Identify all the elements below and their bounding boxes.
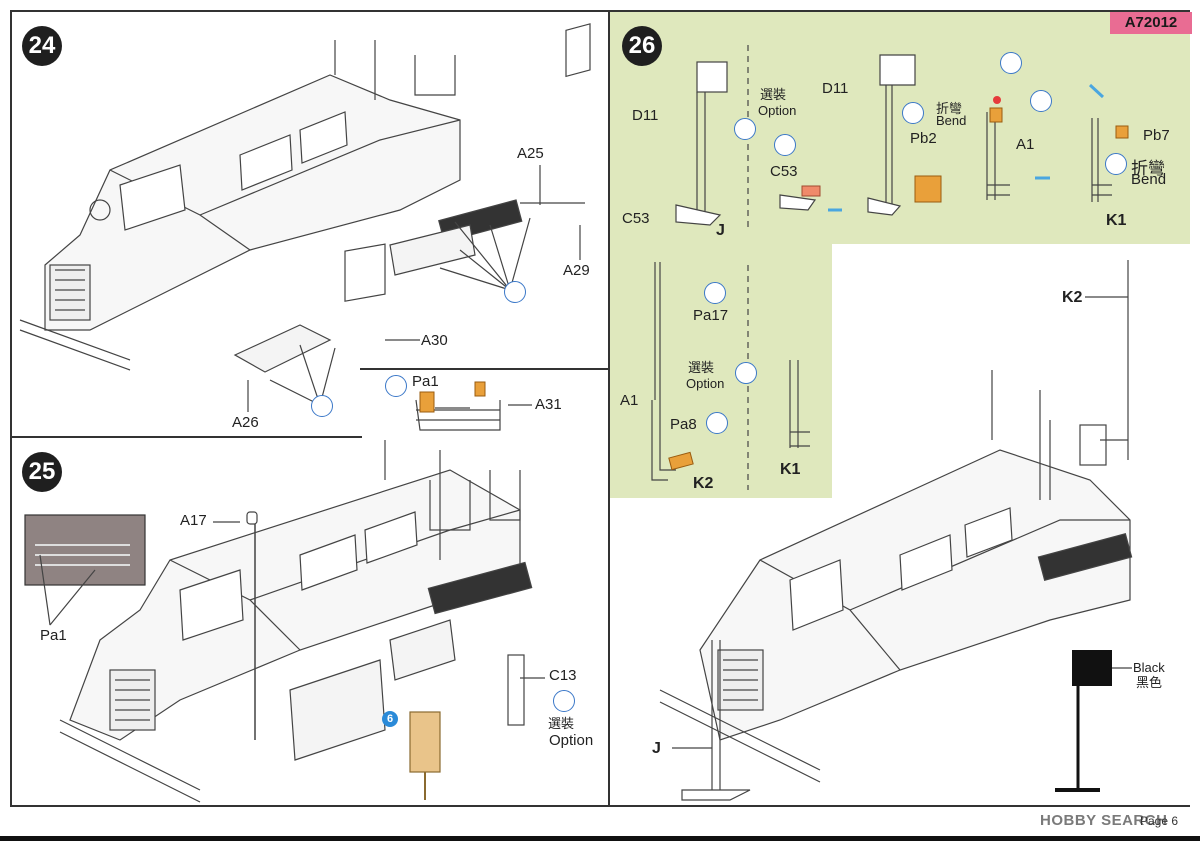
- bend-label-cn-1: 折彎: [936, 101, 963, 116]
- step-26-number: 26: [622, 26, 662, 66]
- glue-icon: [311, 395, 333, 417]
- part-label-k1-top: K1: [1106, 212, 1127, 229]
- part-label-pb2: Pb2: [910, 130, 937, 147]
- part-label-a26: A26: [232, 414, 259, 431]
- option-label-cn: 選裝: [548, 716, 575, 731]
- outer-frame-top: [10, 10, 1190, 12]
- part-label-j-main: J: [652, 740, 661, 757]
- glue-icon: [504, 281, 526, 303]
- cut-icon: [706, 412, 728, 434]
- part-label-d11-b: D11: [822, 80, 849, 97]
- part-label-a29: A29: [563, 262, 590, 279]
- option-label-en-2: Option: [686, 376, 725, 391]
- color-label-en: Black: [1133, 660, 1165, 675]
- callout-number-badge: 6: [382, 711, 398, 727]
- outer-frame-bottom: [10, 805, 1190, 807]
- cut-icon: [1105, 153, 1127, 175]
- part-label-d11-a: D11: [632, 107, 659, 124]
- glue-icon: [1030, 90, 1052, 112]
- part-label-k2-bottom: K2: [693, 475, 714, 492]
- footer-bar: [0, 836, 1200, 841]
- part-label-k1-bottom: K1: [780, 461, 801, 478]
- part-label-c13: C13: [549, 667, 577, 684]
- panel-divider-horizontal: [10, 436, 362, 438]
- option-icon: [553, 690, 575, 712]
- part-label-c53-b: C53: [770, 163, 798, 180]
- product-code-tag: A72012: [1110, 12, 1192, 34]
- glue-icon: [774, 134, 796, 156]
- outer-frame-left: [10, 10, 12, 806]
- part-label-j-a: J: [716, 222, 725, 239]
- option-icon: [735, 362, 757, 384]
- part-label-a30: A30: [421, 332, 448, 349]
- panel-divider-diagonal: [360, 368, 610, 370]
- option-label-en-1: Option: [758, 103, 797, 118]
- part-label-a25: A25: [517, 145, 544, 162]
- watermark-hobby-search: HOBBY SEARCH: [1040, 812, 1168, 829]
- option-label-en: Option: [549, 732, 594, 749]
- glue-icon: [1000, 52, 1022, 74]
- cut-icon: [704, 282, 726, 304]
- part-label-a1-top: A1: [1016, 136, 1035, 153]
- part-label-a31: A31: [535, 396, 562, 413]
- part-label-a17: A17: [180, 512, 207, 529]
- cut-icon: [902, 102, 924, 124]
- option-label-cn-2: 選裝: [688, 360, 715, 375]
- part-label-a1-bottom: A1: [620, 392, 639, 409]
- option-icon: [734, 118, 756, 140]
- color-swatch-black: [1072, 650, 1112, 686]
- step-24-number: 24: [22, 26, 62, 66]
- option-label-cn-1: 選裝: [760, 87, 787, 102]
- part-label-k2-main: K2: [1062, 289, 1083, 306]
- part-label-pa8: Pa8: [670, 416, 697, 433]
- step-25-number: 25: [22, 452, 62, 492]
- step26-option-panel: [610, 12, 1190, 244]
- cut-icon: [385, 375, 407, 397]
- part-label-c53-a: C53: [622, 210, 650, 227]
- part-label-pb7: Pb7: [1143, 127, 1170, 144]
- part-label-pa1-top: Pa1: [412, 373, 439, 390]
- bend-label-en-2: Bend: [1131, 171, 1167, 188]
- part-label-pa1-inset: Pa1: [40, 627, 67, 644]
- color-label-cn: 黑色: [1136, 675, 1163, 690]
- bend-label-en-1: Bend: [936, 113, 967, 128]
- bend-label-cn-2: 折彎: [1131, 159, 1165, 178]
- panel-divider-vertical: [608, 10, 610, 806]
- part-label-pa17: Pa17: [693, 307, 729, 324]
- page-number: Page 6: [1140, 814, 1179, 828]
